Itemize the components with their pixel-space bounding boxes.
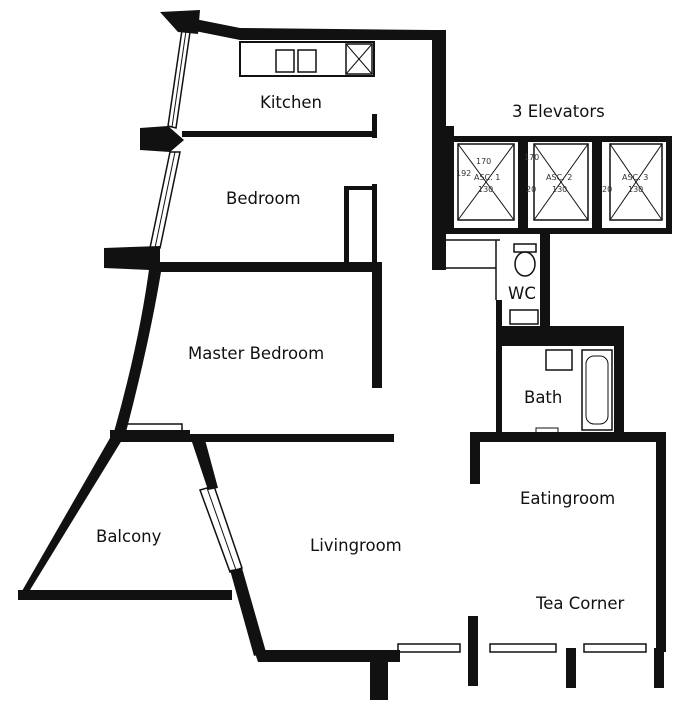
- cooktop: [345, 43, 373, 75]
- elevator-2-door: 20: [526, 185, 536, 194]
- label-bath: Bath: [524, 388, 562, 407]
- room-labels: Kitchen 3 Elevators Bedroom WC Master Be…: [96, 93, 625, 613]
- elevator-3-width: 130: [628, 185, 643, 194]
- wall-living-bottom: [254, 650, 400, 662]
- wc-fixtures: [509, 243, 539, 325]
- elevator-1-door: 192: [456, 169, 471, 178]
- label-tea-corner: Tea Corner: [535, 594, 625, 613]
- wall-balcony-bottom: [18, 590, 232, 600]
- wall-balcony-left: [18, 438, 122, 598]
- window-balcony-door-mid: [206, 487, 237, 571]
- wall-eating-left: [470, 434, 480, 484]
- elevator-2-depth: 170: [524, 153, 539, 162]
- wall-elevator-div-1: [518, 136, 528, 234]
- wall-wc-right: [540, 232, 550, 326]
- elevator-1-label: ASC. 1: [474, 173, 500, 182]
- wall-bath-left: [496, 326, 502, 434]
- wall-bath-top: [496, 326, 624, 346]
- label-eatingroom: Eatingroom: [520, 489, 615, 508]
- window-bottom-3: [583, 643, 647, 653]
- wall-elevator-top: [444, 136, 672, 142]
- elevator-1-depth: 170: [476, 157, 491, 166]
- elevator-2-width: 130: [552, 185, 567, 194]
- wall-bottom-column: [370, 650, 388, 700]
- elevator-2-label: ASC. 2: [546, 173, 572, 182]
- elevator-1-width: 130: [478, 185, 493, 194]
- wall-balcony-living-top: [190, 436, 218, 490]
- wall-bottom-mullion-3: [654, 648, 664, 688]
- sink-left: [275, 49, 295, 73]
- wall-kitchen-bedroom-stub: [372, 114, 377, 138]
- bathtub-inner: [585, 355, 609, 425]
- window-bedroom-mid: [154, 151, 176, 249]
- wall-bottom-mullion-2: [566, 648, 576, 688]
- bath-door-threshold: [535, 427, 559, 435]
- elevator-cars: ASC. 1 130 170 192 ASC. 2 130 170 20 ASC…: [456, 143, 663, 221]
- elevator-3-door: 20: [602, 185, 612, 194]
- wall-kitchen-right: [432, 30, 446, 270]
- window-bottom-1: [397, 643, 461, 653]
- wall-elevator-left: [444, 126, 454, 232]
- window-master: [123, 423, 183, 435]
- wall-master-right: [372, 262, 382, 388]
- elevator-car-1: ASC. 1 130 170 192: [456, 143, 515, 221]
- wall-bedroom-closet-top: [344, 186, 374, 190]
- window-balcony-door: [199, 485, 243, 573]
- label-kitchen: Kitchen: [260, 93, 322, 112]
- wall-elevator-right: [666, 136, 672, 234]
- counter: [239, 41, 375, 77]
- walls: [18, 10, 672, 700]
- label-balcony: Balcony: [96, 527, 162, 546]
- wall-master-curve: [114, 262, 162, 432]
- sink-right: [297, 49, 317, 73]
- label-master-bedroom: Master Bedroom: [188, 344, 324, 363]
- wall-bath-right: [614, 326, 624, 438]
- bathtub: [581, 349, 613, 431]
- elevator-car-2: ASC. 2 130 170 20: [524, 143, 589, 221]
- bath-fixtures: [535, 349, 613, 435]
- wall-top-kitchen: [190, 18, 446, 42]
- label-livingroom: Livingroom: [310, 536, 402, 555]
- elevator-car-3: ASC. 3 130 20: [602, 143, 663, 221]
- wall-bottom-mullion-1: [468, 616, 478, 686]
- label-wc: WC: [508, 284, 536, 303]
- wall-bedroom-master: [104, 246, 382, 272]
- bath-sink: [545, 349, 573, 371]
- toilet-tank: [513, 243, 537, 253]
- window-bedroom: [149, 151, 181, 249]
- wall-kitchen-bedroom: [182, 131, 376, 137]
- wall-bedroom-right: [372, 184, 377, 264]
- window-kitchen-mid: [171, 30, 187, 128]
- windows: [123, 29, 647, 653]
- wall-elevator-div-2: [592, 136, 602, 234]
- window-bottom-2: [489, 643, 557, 653]
- wall-eating-top: [470, 432, 666, 442]
- wall-right-exterior: [656, 432, 666, 652]
- cooktop-cross-2: [345, 43, 373, 75]
- elevator-3-label: ASC. 3: [622, 173, 648, 182]
- wall-window-node: [140, 126, 184, 152]
- wall-balcony-living-bottom: [230, 568, 266, 656]
- window-kitchen: [167, 29, 191, 129]
- label-bedroom: Bedroom: [226, 189, 301, 208]
- wall-elevator-bottom: [444, 228, 672, 234]
- wall-wc-left-bottom: [496, 300, 502, 330]
- wc-sink: [509, 309, 539, 325]
- toilet-bowl: [514, 251, 536, 277]
- wall-master-living: [110, 430, 394, 442]
- kitchen-counter: [239, 41, 375, 77]
- label-elevators: 3 Elevators: [512, 102, 605, 121]
- wall-bedroom-closet: [344, 186, 349, 262]
